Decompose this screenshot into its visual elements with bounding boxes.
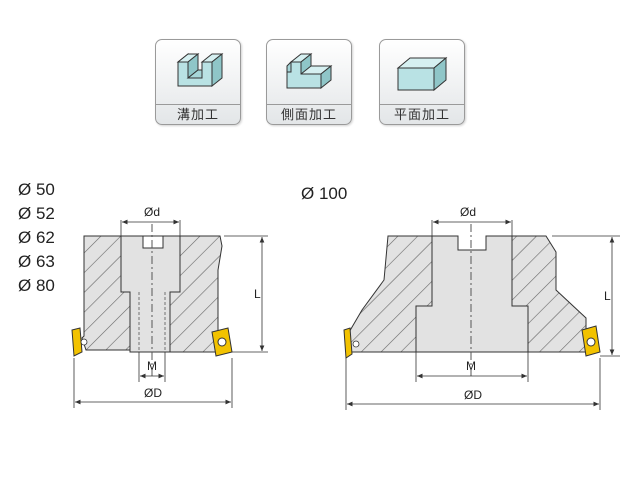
- diameter-100-label: Ø 100: [301, 184, 348, 203]
- diameter-item: Ø 62: [18, 228, 55, 247]
- diameter-item: Ø 50: [18, 180, 55, 199]
- side-machining-card: 側面加工: [266, 39, 352, 125]
- insert-left: [343, 327, 353, 359]
- thread-label-right: M: [466, 359, 476, 373]
- bore-diameter-label-left: Ød: [144, 205, 160, 219]
- large-cutter-section: Ød L M ØD: [343, 205, 620, 410]
- groove-machining-label: 溝加工: [156, 104, 240, 127]
- thread-label-left: M: [147, 359, 157, 373]
- small-cutter-section: Ød L M ØD: [71, 205, 268, 408]
- side-machining-label: 側面加工: [267, 104, 351, 127]
- diameter-list: Ø 50 Ø 52 Ø 62 Ø 63 Ø 80: [18, 178, 55, 298]
- insert-left: [71, 327, 83, 357]
- bore-diameter-label-right: Ød: [460, 205, 476, 219]
- side-machining-icon: [286, 52, 333, 90]
- face-machining-icon: [396, 56, 448, 92]
- outer-diameter-label-left: ØD: [144, 386, 162, 400]
- face-machining-card: 平面加工: [379, 39, 465, 125]
- length-label-right: L: [604, 289, 611, 303]
- outer-diameter-label-right: ØD: [464, 388, 482, 402]
- groove-machining-card: 溝加工: [155, 39, 241, 125]
- diameter-item: Ø 80: [18, 276, 55, 295]
- face-machining-label: 平面加工: [380, 104, 464, 127]
- length-label-left: L: [254, 287, 261, 301]
- diameter-item: Ø 63: [18, 252, 55, 271]
- diameter-item: Ø 52: [18, 204, 55, 223]
- groove-machining-icon: [176, 52, 224, 88]
